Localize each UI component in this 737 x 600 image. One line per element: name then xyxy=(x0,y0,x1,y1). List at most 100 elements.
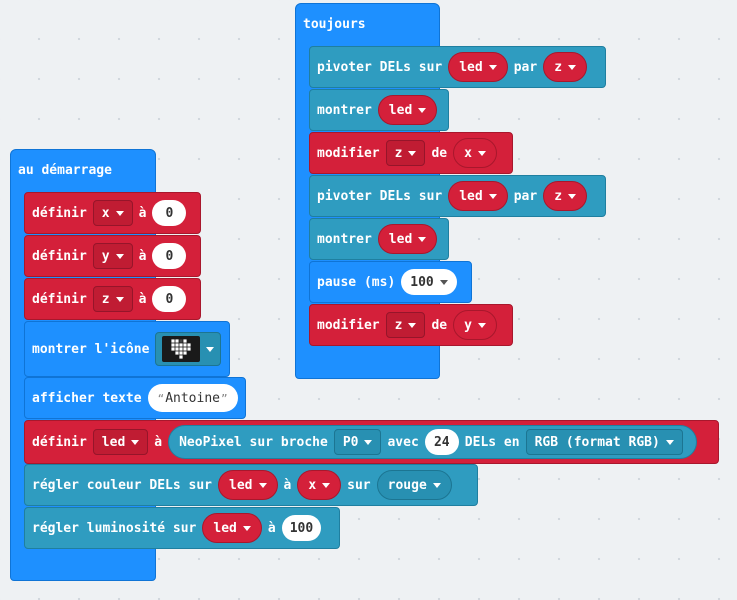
chevron-down-icon xyxy=(418,236,427,242)
rotate-block-1[interactable]: pivoter DELs sur led par z xyxy=(309,46,606,88)
heart-icon xyxy=(162,336,201,362)
to-label: à xyxy=(138,205,147,221)
brightness-input[interactable]: 100 xyxy=(281,515,322,541)
rotate-block-2[interactable]: pivoter DELs sur led par z xyxy=(309,175,606,217)
value-variable-dropdown[interactable]: x xyxy=(453,138,497,168)
set-z-block[interactable]: définir z à 0 xyxy=(24,278,201,320)
strip-variable-dropdown[interactable]: led xyxy=(202,513,262,543)
color-dropdown[interactable]: rouge xyxy=(376,470,452,500)
variable-z-dropdown[interactable]: z xyxy=(92,286,133,312)
value-variable-dropdown[interactable]: y xyxy=(453,310,497,340)
variable-x-dropdown[interactable]: x xyxy=(92,200,133,226)
open-quote-icon: “ xyxy=(157,391,165,405)
show-icon-block[interactable]: montrer l'icône xyxy=(24,321,230,377)
pause-label: pause (ms) xyxy=(317,274,396,290)
chevron-down-icon xyxy=(568,64,577,70)
pause-block[interactable]: pause (ms) 100 xyxy=(309,261,472,303)
strip-variable-dropdown[interactable]: led xyxy=(218,470,278,500)
variable-led-dropdown[interactable]: led xyxy=(92,429,149,455)
neopixel-create-block[interactable]: NeoPixel sur broche P0 avec 24 DELs en R… xyxy=(168,425,697,459)
to-label: à xyxy=(267,520,276,536)
set-label: définir xyxy=(32,205,87,221)
to-label: à xyxy=(138,291,147,307)
variable-z-dropdown[interactable]: z xyxy=(385,312,426,338)
chevron-down-icon xyxy=(115,253,124,259)
set-x-block[interactable]: définir x à 0 xyxy=(24,192,201,234)
rotate-label: pivoter DELs sur xyxy=(317,188,443,204)
strip-variable-dropdown[interactable]: led xyxy=(377,95,438,125)
set-color-label: régler couleur DELs sur xyxy=(32,477,213,493)
format-dropdown[interactable]: RGB (format RGB) xyxy=(525,429,683,455)
chevron-down-icon xyxy=(488,193,497,199)
text-input[interactable]: “Antoine” xyxy=(147,384,238,412)
show-label: montrer xyxy=(317,102,372,118)
chevron-down-icon xyxy=(364,439,373,445)
set-y-block[interactable]: définir y à 0 xyxy=(24,235,201,277)
change-label: modifier xyxy=(317,145,380,161)
value-input[interactable]: 0 xyxy=(152,200,187,226)
icon-dropdown[interactable] xyxy=(155,332,222,366)
heart-led-grid xyxy=(171,339,192,359)
by-label: par xyxy=(513,188,538,204)
by-label: de xyxy=(431,317,448,333)
pause-duration-dropdown[interactable]: 100 xyxy=(401,269,457,295)
set-led-strip-block[interactable]: définir led à NeoPixel sur broche P0 ave… xyxy=(24,420,719,464)
chevron-down-icon xyxy=(206,346,215,352)
by-label: par xyxy=(513,59,538,75)
close-quote-icon: ” xyxy=(221,391,228,405)
by-label: de xyxy=(431,145,448,161)
chevron-down-icon xyxy=(408,322,417,328)
chevron-down-icon xyxy=(322,482,331,488)
chevron-down-icon xyxy=(477,150,486,156)
pin-dropdown[interactable]: P0 xyxy=(333,429,382,455)
led-count-input[interactable]: 24 xyxy=(424,429,459,455)
set-pixel-color-block[interactable]: régler couleur DELs sur led à x sur roug… xyxy=(24,464,478,506)
chevron-down-icon xyxy=(242,525,251,531)
chevron-down-icon xyxy=(115,296,124,302)
value-input[interactable]: 0 xyxy=(152,286,187,312)
chevron-down-icon xyxy=(408,150,417,156)
chevron-down-icon xyxy=(432,482,441,488)
variable-y-dropdown[interactable]: y xyxy=(92,243,133,269)
forever-label: toujours xyxy=(303,17,366,32)
chevron-down-icon xyxy=(418,107,427,113)
set-label: définir xyxy=(32,434,87,450)
set-label: définir xyxy=(32,248,87,264)
variable-z-dropdown[interactable]: z xyxy=(385,140,426,166)
rotate-label: pivoter DELs sur xyxy=(317,59,443,75)
change-z-block-2[interactable]: modifier z de y xyxy=(309,304,513,346)
show-label: montrer xyxy=(317,231,372,247)
show-strip-block-2[interactable]: montrer led xyxy=(309,218,449,260)
index-variable-dropdown[interactable]: x xyxy=(297,470,342,500)
on-start-label: au démarrage xyxy=(18,163,112,178)
to-label: à xyxy=(283,477,292,493)
show-strip-block-1[interactable]: montrer led xyxy=(309,89,449,131)
set-brightness-block[interactable]: régler luminosité sur led à 100 xyxy=(24,507,340,549)
change-label: modifier xyxy=(317,317,380,333)
chevron-down-icon xyxy=(665,439,674,445)
chevron-down-icon xyxy=(115,210,124,216)
chevron-down-icon xyxy=(477,322,486,328)
to-label: à xyxy=(154,434,163,450)
offset-variable-dropdown[interactable]: z xyxy=(543,181,588,211)
offset-variable-dropdown[interactable]: z xyxy=(543,52,588,82)
neopixel-label: NeoPixel sur broche xyxy=(179,434,328,450)
change-z-block-1[interactable]: modifier z de x xyxy=(309,132,513,174)
to-label: à xyxy=(138,248,147,264)
strip-variable-dropdown[interactable]: led xyxy=(448,52,508,82)
chevron-down-icon xyxy=(568,193,577,199)
set-label: définir xyxy=(32,291,87,307)
show-icon-label: montrer l'icône xyxy=(32,341,150,357)
chevron-down-icon xyxy=(439,279,448,285)
with-label: avec xyxy=(387,434,419,450)
chevron-down-icon xyxy=(258,482,267,488)
on-label: sur xyxy=(347,477,371,493)
show-string-block[interactable]: afficher texte “Antoine” xyxy=(24,377,246,419)
chevron-down-icon xyxy=(131,439,140,445)
show-string-label: afficher texte xyxy=(32,390,142,406)
value-input[interactable]: 0 xyxy=(152,243,187,269)
set-brightness-label: régler luminosité sur xyxy=(32,520,197,536)
chevron-down-icon xyxy=(488,64,497,70)
strip-variable-dropdown[interactable]: led xyxy=(377,224,438,254)
strip-variable-dropdown[interactable]: led xyxy=(448,181,508,211)
